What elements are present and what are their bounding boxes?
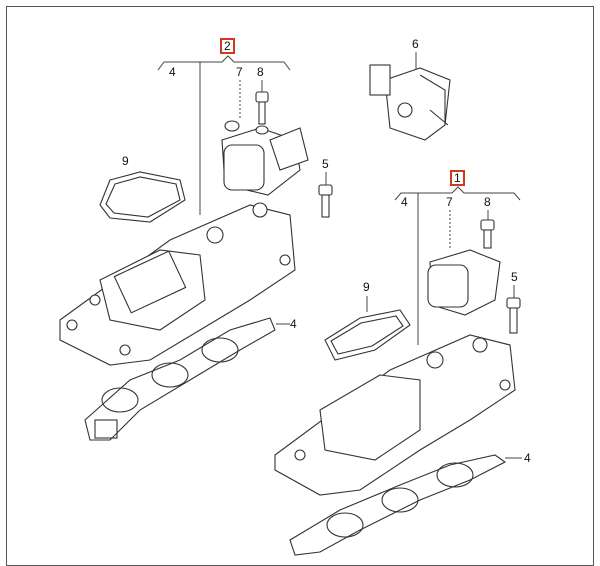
label-9: 9	[363, 280, 370, 294]
label-4: 4	[169, 65, 176, 79]
label-8: 8	[257, 65, 264, 79]
bolt-5-right	[506, 297, 521, 334]
intake-manifold-right	[274, 334, 516, 496]
callout-2[interactable]: 2	[220, 38, 235, 54]
intake-manifold-left	[59, 202, 296, 366]
label-5: 5	[322, 157, 329, 171]
gasket-9-left	[99, 171, 186, 223]
label-8: 8	[484, 195, 491, 209]
pressure-sensor-left	[221, 120, 309, 196]
gasket-9-right	[324, 309, 411, 361]
gasket-4-left	[84, 317, 276, 441]
actuator-6	[369, 64, 451, 141]
label-9: 9	[122, 154, 129, 168]
pressure-sensor-right	[427, 249, 501, 316]
label-4: 4	[524, 451, 531, 465]
bracket-left-group	[157, 55, 291, 71]
bolt-5-left	[318, 184, 333, 218]
label-7: 7	[446, 195, 453, 209]
label-7: 7	[236, 65, 243, 79]
label-4: 4	[401, 195, 408, 209]
gasket-4-right	[289, 454, 507, 556]
bracket-right-group	[394, 186, 521, 201]
bolt-8-right	[480, 219, 495, 249]
callout-1[interactable]: 1	[450, 170, 465, 186]
label-4: 4	[290, 317, 297, 331]
bolt-8-left	[255, 91, 269, 125]
label-5: 5	[511, 270, 518, 284]
label-6: 6	[412, 37, 419, 51]
